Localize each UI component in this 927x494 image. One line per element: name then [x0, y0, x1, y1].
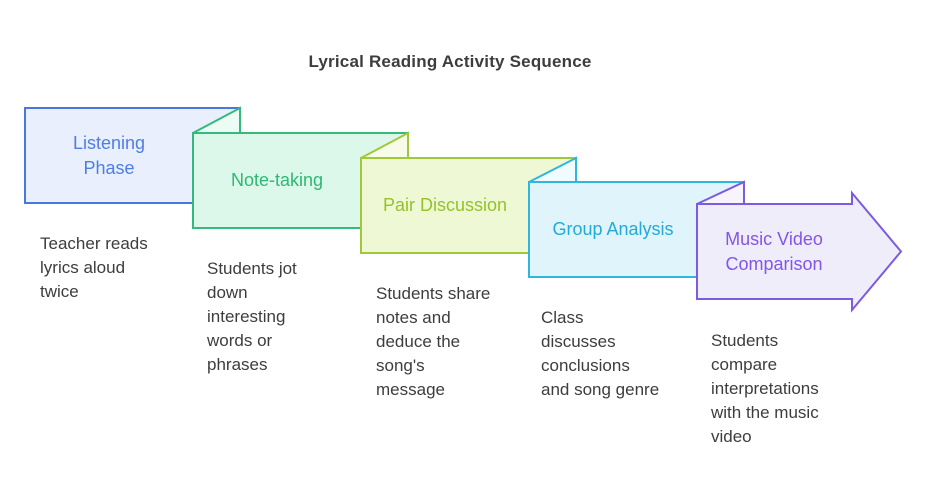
stage-description-note-taking: Students jot down interesting words or p…	[207, 259, 297, 374]
stage-arrow-music-video-comparison	[696, 190, 903, 313]
stage-label-music-video-comparison: Music Video Comparison	[725, 228, 823, 274]
stage-description-pair-discussion: Students share notes and deduce the song…	[376, 284, 491, 399]
stage-label-pair-discussion: Pair Discussion	[382, 195, 508, 215]
stage-label-group-analysis: Group Analysis	[552, 219, 674, 239]
stage-label-note-taking: Note-taking	[230, 170, 324, 190]
stage-description-listening-phase: Teacher reads lyrics aloud twice	[40, 234, 148, 301]
stage-description-music-video-comparison: Students compare interpretations with th…	[711, 331, 819, 446]
stage-label-listening-phase: Listening Phase	[72, 132, 146, 178]
diagram-title: Lyrical Reading Activity Sequence	[308, 52, 592, 71]
stage-description-group-analysis: Class discusses conclusions and song gen…	[541, 308, 660, 399]
